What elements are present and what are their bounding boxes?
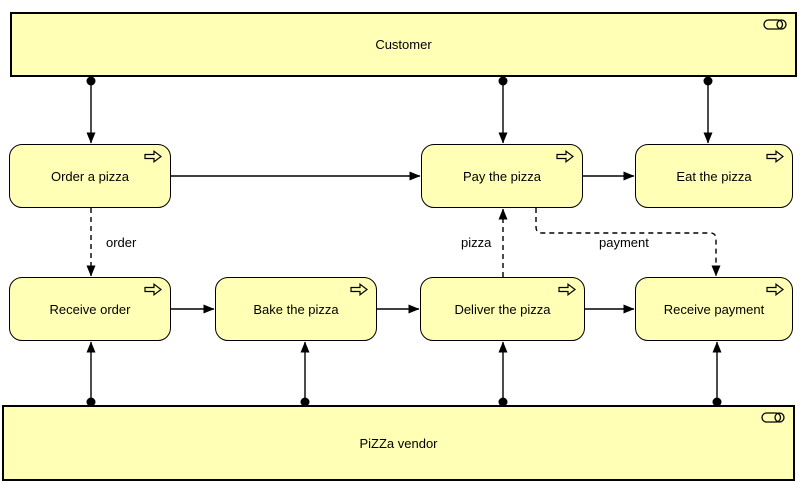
flow-label-payment: payment xyxy=(599,235,649,250)
flow-payment[interactable] xyxy=(535,208,721,277)
actor-pizza-vendor[interactable]: PiZZa vendor xyxy=(2,405,795,481)
assignment-ball xyxy=(86,397,96,407)
process-pay-the-pizza[interactable]: Pay the pizza xyxy=(421,144,583,208)
process-order-a-pizza[interactable]: Order a pizza xyxy=(9,144,171,208)
assignment-ball xyxy=(300,397,310,407)
flow-label-pizza: pizza xyxy=(461,235,492,250)
flow-label-order: order xyxy=(106,235,137,250)
process-eat-the-pizza[interactable]: Eat the pizza xyxy=(635,144,793,208)
assignment-ball xyxy=(498,76,508,86)
business-process-icon xyxy=(766,149,784,164)
business-process-icon xyxy=(144,149,162,164)
process-label: Pay the pizza xyxy=(462,168,542,184)
actor-customer[interactable]: Customer xyxy=(10,12,797,77)
assignment-ball xyxy=(498,397,508,407)
assignment-ball xyxy=(86,76,96,86)
process-label: Deliver the pizza xyxy=(454,301,551,317)
process-label: Eat the pizza xyxy=(676,168,752,184)
process-receive-payment[interactable]: Receive payment xyxy=(635,277,793,341)
process-label: Receive order xyxy=(49,301,131,317)
actor-customer-label: Customer xyxy=(375,37,432,52)
process-label: Order a pizza xyxy=(50,168,130,184)
process-bake-the-pizza[interactable]: Bake the pizza xyxy=(215,277,377,341)
business-role-icon xyxy=(761,412,785,423)
assignment-ball xyxy=(703,76,713,86)
process-deliver-the-pizza[interactable]: Deliver the pizza xyxy=(420,277,585,341)
business-process-icon xyxy=(558,282,576,297)
assignment-ball xyxy=(712,397,722,407)
process-label: Receive payment xyxy=(663,301,765,317)
business-process-icon xyxy=(350,282,368,297)
process-receive-order[interactable]: Receive order xyxy=(9,277,171,341)
business-process-icon xyxy=(766,282,784,297)
business-process-icon xyxy=(144,282,162,297)
business-process-icon xyxy=(556,149,574,164)
business-role-icon xyxy=(763,19,787,30)
process-label: Bake the pizza xyxy=(253,301,339,317)
actor-pizza-vendor-label: PiZZa vendor xyxy=(359,435,438,451)
